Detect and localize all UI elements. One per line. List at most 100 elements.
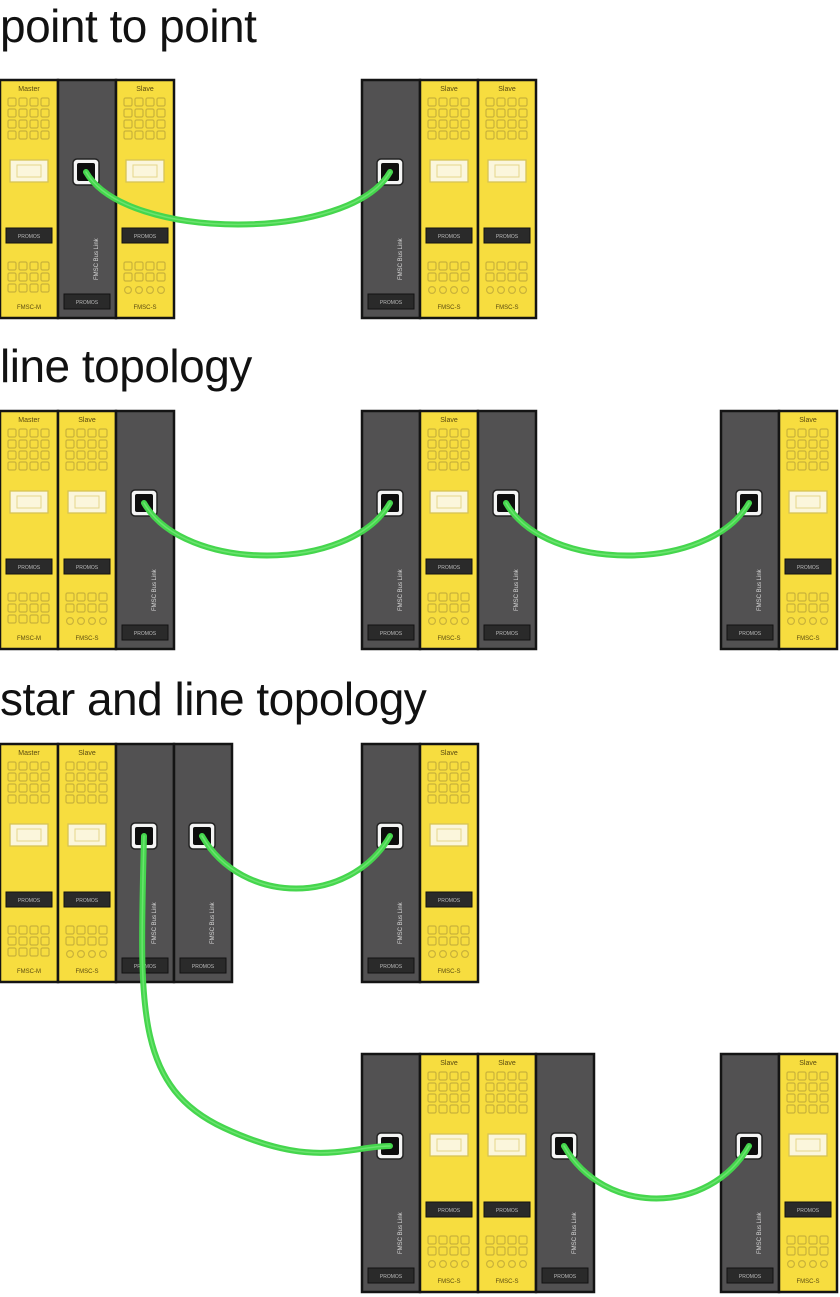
led-indicator [134,119,144,129]
terminal [7,283,17,293]
brand-plate [367,293,415,310]
network-module-label: FMSC Bus Link [398,568,404,611]
led-indicator [460,461,470,471]
led-indicator [449,428,459,438]
network-module-body [114,409,176,651]
led-indicator [507,108,517,118]
network-module-body [476,409,538,651]
led-indicator [29,772,39,782]
led-indicator [40,97,50,107]
network-module-label: FMSC Bus Link [572,1211,578,1254]
terminal [496,261,506,271]
brand-label: PROMOS [739,631,762,637]
master-module-name: FMSC-M [17,305,41,311]
terminal [507,1246,517,1256]
led-indicator [29,97,39,107]
led-indicator [76,439,86,449]
terminal [427,1235,437,1245]
led-indicator [460,794,470,804]
display-window [9,159,49,183]
terminal-round [98,616,107,625]
brand-plate [5,558,53,575]
led-indicator [819,1071,829,1081]
led-indicator [65,428,75,438]
brand-plate [726,624,774,641]
terminal [98,603,108,613]
led-indicator [485,130,495,140]
brand-label: PROMOS [192,964,215,970]
terminal [18,283,28,293]
led-indicator [438,130,448,140]
terminal [460,603,470,613]
terminal [87,925,97,935]
terminal [438,272,448,282]
network-module-body [719,409,781,651]
terminal [427,272,437,282]
terminal [98,925,108,935]
terminal [460,592,470,602]
terminal-round [76,949,85,958]
led-indicator [65,783,75,793]
led-indicator [449,794,459,804]
slave-module-label: Slave [440,86,458,93]
led-indicator [485,108,495,118]
terminal [797,603,807,613]
network-module-label: FMSC Bus Link [757,1211,763,1254]
led-indicator [7,130,17,140]
terminal [427,925,437,935]
terminal-round [439,949,448,958]
terminal [76,936,86,946]
led-indicator [123,108,133,118]
led-indicator [518,1082,528,1092]
terminal [29,925,39,935]
brand-plate [483,624,531,641]
led-indicator [29,761,39,771]
terminal [40,936,50,946]
led-indicator [449,1071,459,1081]
terminal-round [786,616,795,625]
terminal [18,261,28,271]
terminal [485,261,495,271]
led-indicator [460,761,470,771]
slave-module-name: FMSC-S [496,305,519,311]
terminal-round [508,1259,517,1268]
led-indicator [438,761,448,771]
section-title-star-and-line-topology: star and line topology [0,673,427,725]
terminal [98,592,108,602]
led-indicator [485,1082,495,1092]
terminal [40,272,50,282]
terminal [427,592,437,602]
terminal [29,603,39,613]
device-group: FMSC Bus LinkPROMOSSlavePROMOSFMSC-SSlav… [360,1052,596,1294]
led-indicator [786,461,796,471]
led-indicator [76,450,86,460]
master-module-label: Master [18,86,40,93]
network-module-label: FMSC Bus Link [210,901,216,944]
led-indicator [40,428,50,438]
terminal-round [508,286,517,295]
display-window [429,823,469,847]
led-indicator [18,794,28,804]
led-indicator [786,439,796,449]
led-indicator [797,439,807,449]
network-module-body [360,78,422,320]
device-group: FMSC Bus LinkPROMOSSlavePROMOSFMSC-SSlav… [360,78,538,320]
led-indicator [156,108,166,118]
led-indicator [29,119,39,129]
terminal [29,936,39,946]
led-indicator [76,428,86,438]
terminal-round [428,286,437,295]
led-indicator [18,119,28,129]
terminal-round [450,949,459,958]
terminal-round [797,1259,806,1268]
led-indicator [819,1104,829,1114]
brand-label: PROMOS [438,234,461,240]
terminal [18,925,28,935]
led-indicator [449,439,459,449]
led-indicator [18,97,28,107]
terminal [797,1246,807,1256]
brand-label: PROMOS [797,1208,820,1214]
led-indicator [518,1093,528,1103]
network-module-body [360,409,422,651]
terminal [156,272,166,282]
